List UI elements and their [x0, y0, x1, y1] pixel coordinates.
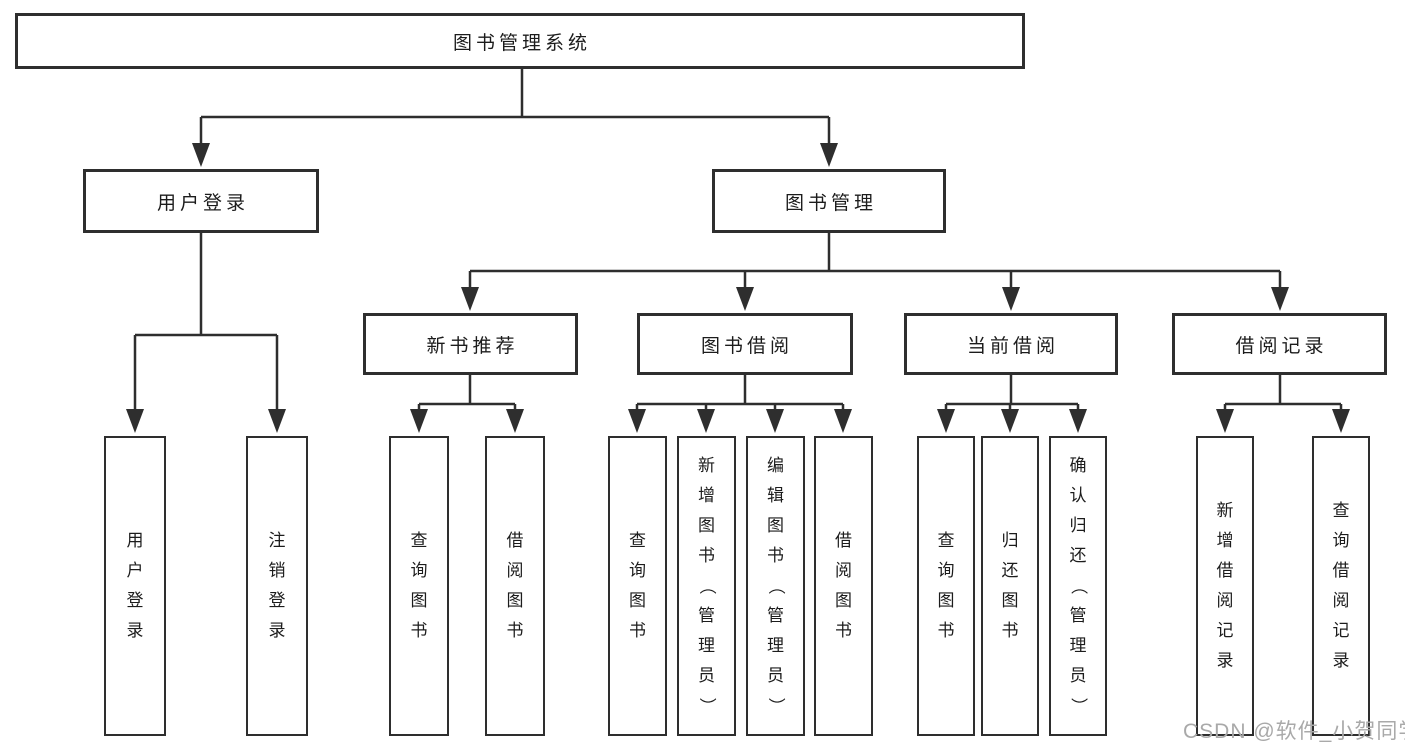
leaf-borrowing-borrow-books-label: 借阅图书 [835, 531, 852, 640]
node-borrowing-records: 借阅记录 [1172, 313, 1387, 375]
node-root-label: 图书管理系统 [452, 32, 591, 54]
node-new-book-recommend: 新书推荐 [363, 313, 578, 375]
leaf-current-query-books-label: 查询图书 [937, 531, 955, 640]
leaf-recommend-query-books-label: 查询图书 [410, 531, 428, 640]
leaf-user-login-label: 用户登录 [126, 531, 144, 640]
node-new-book-recommend-label: 新书推荐 [426, 335, 519, 357]
leaf-current-query-books: 查询图书 [917, 436, 975, 736]
node-current-borrowing-label: 当前借阅 [966, 335, 1059, 357]
leaf-borrowing-query-books: 查询图书 [608, 436, 667, 736]
leaf-add-borrow-record-label: 新增借阅记录 [1216, 501, 1234, 670]
node-user-login: 用户登录 [83, 169, 319, 233]
leaf-query-borrow-record-label: 查询借阅记录 [1332, 501, 1350, 670]
node-current-borrowing: 当前借阅 [904, 313, 1118, 375]
arrowheads [126, 143, 1350, 433]
node-book-management-label: 图书管理 [784, 192, 877, 214]
csdn-watermark: CSDN @软件_小贺同学 [1183, 720, 1405, 743]
leaf-add-book-admin-label: 新增图书（管理员） [697, 456, 717, 715]
leaf-recommend-borrow-books-label: 借阅图书 [506, 531, 524, 640]
leaf-add-borrow-record: 新增借阅记录 [1196, 436, 1254, 736]
leaf-recommend-query-books: 查询图书 [389, 436, 449, 736]
leaf-return-books-label: 归还图书 [1001, 531, 1019, 640]
leaf-confirm-return-admin-label: 确认归还（管理员） [1069, 456, 1088, 715]
node-book-borrowing: 图书借阅 [637, 313, 853, 375]
leaf-recommend-borrow-books: 借阅图书 [485, 436, 545, 736]
leaf-query-borrow-record: 查询借阅记录 [1312, 436, 1370, 736]
leaf-logout: 注销登录 [246, 436, 308, 736]
leaf-edit-book-admin: 编辑图书（管理员） [746, 436, 805, 736]
leaf-user-login: 用户登录 [104, 436, 166, 736]
leaf-confirm-return-admin: 确认归还（管理员） [1049, 436, 1107, 736]
node-root: 图书管理系统 [15, 13, 1025, 69]
leaf-borrowing-borrow-books: 借阅图书 [814, 436, 873, 736]
node-user-login-label: 用户登录 [156, 192, 249, 214]
leaf-logout-label: 注销登录 [268, 531, 286, 640]
leaf-return-books: 归还图书 [981, 436, 1039, 736]
node-book-management: 图书管理 [712, 169, 946, 233]
leaf-add-book-admin: 新增图书（管理员） [677, 436, 736, 736]
node-book-borrowing-label: 图书借阅 [700, 335, 793, 357]
leaf-borrowing-query-books-label: 查询图书 [629, 531, 646, 640]
leaf-edit-book-admin-label: 编辑图书（管理员） [766, 456, 786, 715]
node-borrowing-records-label: 借阅记录 [1235, 335, 1328, 357]
